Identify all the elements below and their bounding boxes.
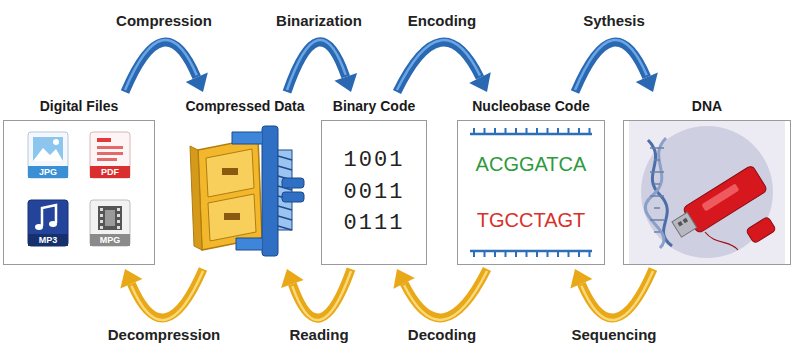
arrow-shine	[404, 271, 487, 320]
forward-arrow	[125, 40, 208, 92]
picture-frame: 1001 0011 0111	[321, 120, 427, 265]
forward-arrow	[575, 40, 658, 92]
column-heading: Binary Code	[321, 96, 427, 116]
column-heading: Compressed Data	[173, 96, 317, 116]
arrow-shine	[397, 40, 480, 90]
nucleobase-sequence: ACGGATCA	[476, 153, 587, 176]
picture-frame: ACGGATCA TGCCTAGT	[457, 120, 605, 265]
arrow-head	[334, 73, 357, 92]
arrow-shine	[287, 40, 346, 90]
nucleobase-code-box: Nucleobase CodeACGGATCA TGCCTAGT	[457, 96, 605, 265]
forward-arrow	[287, 40, 357, 92]
step-label: Sythesis	[583, 12, 645, 30]
binary-code-box: Binary Code 1001 0011 0111	[321, 96, 427, 265]
binary-digits: 1001 0011 0111	[339, 145, 409, 241]
file-type-label: MPG	[90, 234, 130, 246]
mpg-icon	[90, 200, 130, 246]
dna-ladder-lines	[470, 128, 592, 257]
arrow-shine	[581, 271, 653, 320]
column-heading: Nucleobase Code	[457, 96, 605, 116]
file-type-label: JPG	[28, 166, 68, 178]
reverse-arrow	[570, 269, 653, 320]
arrow-head	[186, 73, 208, 92]
file-type-label: MP3	[28, 234, 68, 246]
column-heading: Digital Files	[3, 96, 155, 116]
arrow-head	[120, 269, 142, 288]
jpg-icon	[28, 132, 68, 178]
dna-box: DNA	[623, 96, 791, 265]
reverse-arrow	[120, 269, 203, 320]
dna-storage-picture	[629, 121, 785, 264]
arrow-shine	[575, 40, 647, 90]
arrow-shine	[125, 40, 197, 90]
forward-arrow	[397, 40, 491, 92]
step-label: Sequencing	[571, 326, 656, 344]
reverse-arrow	[393, 269, 487, 320]
picture-frame	[623, 120, 791, 265]
arrow-shine	[292, 271, 351, 320]
pdf-icon	[90, 132, 130, 178]
arrow-shine	[131, 271, 203, 320]
arrow-head	[281, 269, 304, 288]
column-heading: DNA	[623, 96, 791, 116]
arrow-head	[570, 269, 592, 288]
file-types-box: Digital Files	[3, 96, 155, 265]
mp3-icon	[28, 200, 68, 246]
step-label: Reading	[289, 326, 348, 344]
step-label: Encoding	[408, 12, 476, 30]
step-label: Decoding	[408, 326, 476, 344]
step-label: Compression	[116, 12, 212, 30]
arrow-head	[636, 73, 658, 92]
file-type-label: PDF	[90, 166, 130, 178]
nucleobase-sequence: TGCCTAGT	[477, 209, 586, 232]
step-label: Decompression	[108, 326, 221, 344]
step-label: Binarization	[276, 12, 362, 30]
compressed-data-box: Compressed Data	[173, 96, 317, 265]
reverse-arrow	[281, 269, 351, 320]
zip-archive-icon	[190, 126, 304, 256]
picture-frame	[173, 120, 317, 265]
picture-frame	[3, 120, 155, 265]
